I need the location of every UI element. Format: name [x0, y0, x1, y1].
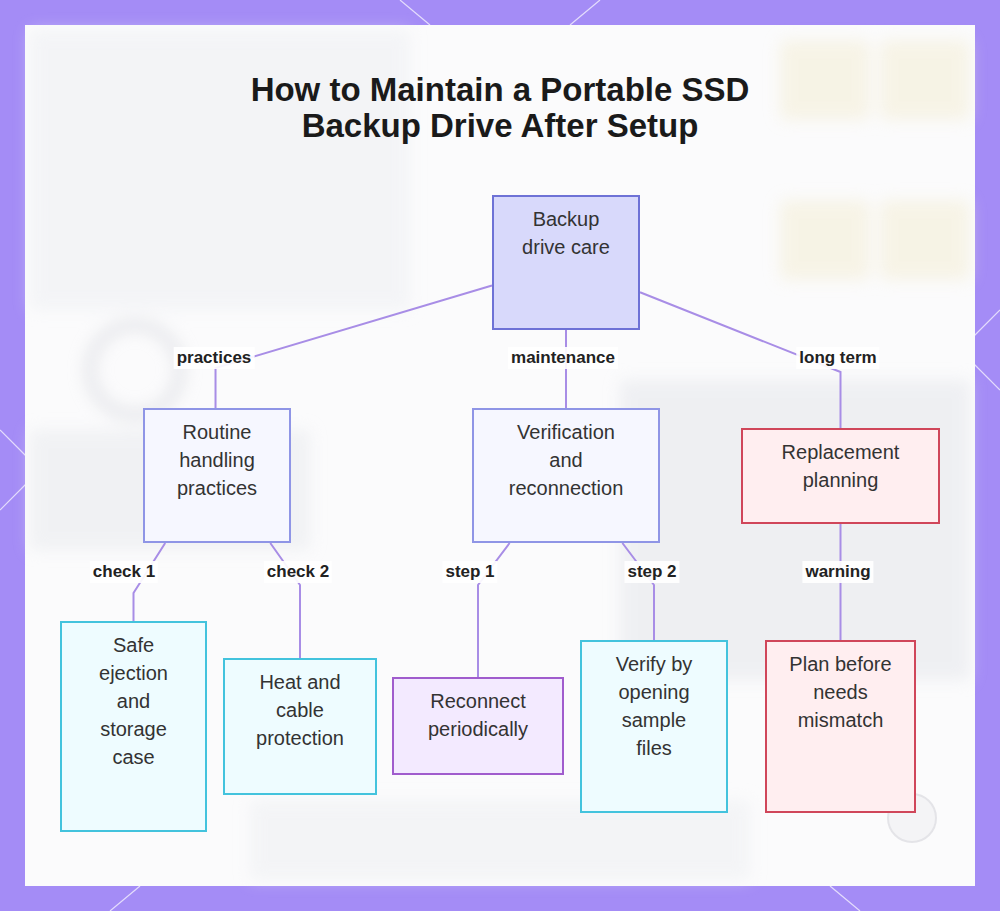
node-text: Backup drive care [514, 205, 618, 261]
task-box: Reconnect periodically [392, 677, 564, 775]
edge-label: warning [802, 561, 873, 583]
edge-label: check 1 [90, 561, 158, 583]
edge-label: step 2 [624, 561, 679, 583]
blurred-photo [30, 30, 970, 880]
edge-label: maintenance [508, 347, 618, 369]
connector-line [565, 330, 567, 408]
connector-line [216, 285, 492, 408]
category-box: Verification and reconnection [472, 408, 660, 543]
node-text: Plan before needs mismatch [789, 650, 892, 734]
task-box: Safe ejection and storage case [60, 621, 207, 832]
warning-box: Plan before needs mismatch [765, 640, 916, 813]
content-panel [25, 25, 975, 886]
node-text: Reconnect periodically [409, 687, 547, 743]
category-box: Routine handling practices [143, 408, 291, 543]
node-text: Verify by opening sample files [604, 650, 704, 762]
edge-label: check 2 [264, 561, 332, 583]
node-text: Heat and cable protection [240, 668, 360, 752]
category-box: Replacement planning [741, 428, 940, 524]
root-box: Backup drive care [492, 195, 640, 330]
edge-label: long term [796, 347, 879, 369]
node-text: Replacement planning [758, 438, 923, 494]
edge-label: step 1 [442, 561, 497, 583]
diagram-title: How to Maintain a Portable SSD Backup Dr… [190, 72, 810, 144]
node-text: Routine handling practices [160, 418, 274, 502]
node-text: Safe ejection and storage case [87, 631, 180, 771]
task-box: Verify by opening sample files [580, 640, 728, 813]
connector-line [622, 543, 654, 640]
edge-label: practices [174, 347, 255, 369]
task-box: Heat and cable protection [223, 658, 377, 795]
node-text: Verification and reconnection [499, 418, 633, 502]
